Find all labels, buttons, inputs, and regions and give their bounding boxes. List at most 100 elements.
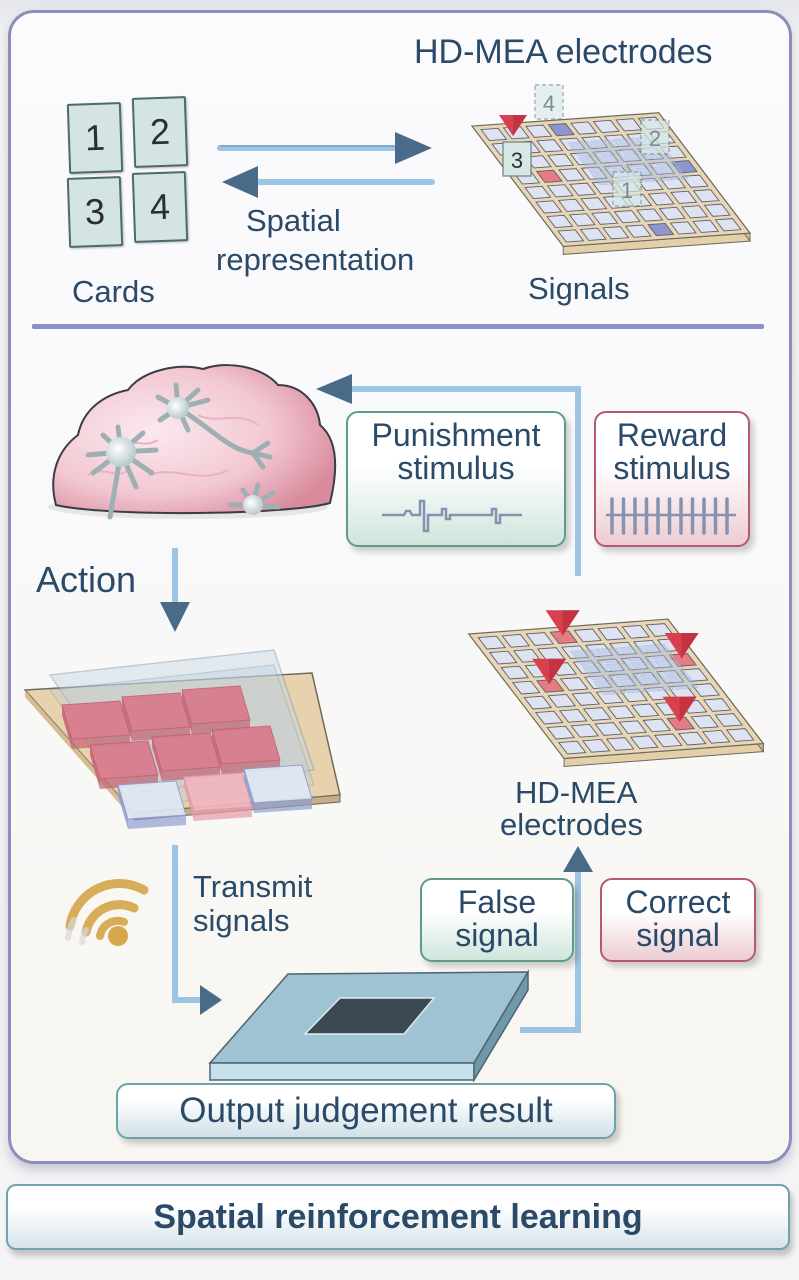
electrode-pad (570, 121, 598, 135)
signal-marker-number: 1 (621, 178, 633, 203)
electrode-pad (591, 211, 619, 225)
electrode-pad (546, 184, 574, 198)
electrode-pad (568, 213, 596, 227)
electrode-pad (603, 134, 631, 148)
action-label: Action (36, 559, 137, 600)
electrode-pad (679, 668, 709, 682)
electrode-pad (535, 169, 563, 183)
stimulation-electrode-array-icon (467, 610, 765, 768)
electrode-pad (592, 150, 620, 164)
correct-signal-box: Correct signal (600, 878, 756, 962)
neuron-cluster-cell (665, 673, 699, 690)
spatial-label: Spatial (246, 203, 341, 238)
reward-line1: Reward (616, 417, 728, 453)
neuron-cluster-cell (578, 155, 611, 171)
card-number: 1 (84, 116, 106, 159)
card-3: 3 (66, 176, 124, 248)
neural-culture-icon (23, 649, 341, 829)
electrode-pad (647, 192, 675, 206)
neuron-cluster-cell (653, 658, 687, 675)
neuron-cluster-cell (570, 649, 604, 666)
signal-marker-box (502, 141, 532, 177)
electrode-pad (573, 628, 603, 643)
electrode-pad (602, 226, 630, 240)
electrode-pad (569, 152, 597, 166)
active-culture-block (181, 685, 251, 725)
electrode-pad (624, 224, 652, 238)
electrode-pad (618, 720, 648, 735)
electrode-pad (613, 210, 641, 224)
neuron-cluster-cell (605, 662, 639, 679)
footer-title: Spatial reinforcement learning (153, 1198, 643, 1236)
electrode-pad (580, 166, 608, 180)
false-signal-box: False signal (420, 878, 574, 962)
hdmea-label-line2: electrodes (500, 807, 644, 842)
neuron-cluster-cell (623, 152, 656, 168)
hdmea-title: HD-MEA electrodes (414, 33, 713, 71)
signals-label: Signals (528, 271, 630, 306)
electrode-pad (714, 713, 744, 727)
electrode-pad (632, 639, 662, 654)
chip-icon (208, 969, 530, 1083)
neuron-cluster-cell (593, 679, 627, 696)
section-divider (32, 324, 764, 329)
electrode-pad (690, 714, 720, 729)
electrode-pad (581, 135, 609, 150)
active-culture-block (211, 725, 281, 765)
cards-label: Cards (72, 274, 155, 309)
reward-line2: stimulus (613, 450, 731, 486)
electrode-pad (636, 177, 664, 192)
output-judgement-box: Output judgement result (116, 1083, 616, 1139)
neuron-cluster-cell (618, 645, 652, 662)
electrode-pad (558, 137, 586, 151)
electrode-pad (614, 148, 642, 163)
electrode-pad (594, 722, 624, 736)
electrode-pad (579, 227, 607, 241)
transmit-line1: Transmit (193, 869, 313, 904)
electrode-pad (597, 626, 627, 641)
electrode-pad (571, 692, 601, 706)
electrode-pad (681, 174, 709, 188)
punishment-line1: Punishment (371, 417, 541, 453)
transmit-line2: signals (193, 903, 290, 938)
inactive-culture-block (243, 764, 313, 804)
electrode-pad (572, 660, 602, 675)
electrode-pad (703, 203, 731, 217)
electrode-pad (691, 683, 721, 697)
reward-stimulus-box: Reward stimulus (594, 411, 750, 547)
card-1: 1 (66, 102, 124, 174)
electrode-pad (501, 633, 531, 648)
electrode-pad (534, 710, 564, 725)
output-label: Output judgement result (179, 1091, 553, 1130)
punishment-line2: stimulus (397, 450, 515, 486)
electrode-pad (681, 205, 709, 219)
electrode-pad (580, 197, 608, 211)
electrode-pad (525, 632, 555, 646)
active-culture-block (151, 732, 221, 772)
electrode-pad (677, 731, 707, 746)
electrode-pad (559, 677, 589, 691)
electrode-pad (547, 153, 575, 167)
electrode-pad (642, 718, 672, 733)
electrode-pad (619, 688, 649, 703)
electrode-pad (647, 222, 675, 237)
electrode-pad (596, 658, 626, 673)
signal-marker-box (534, 84, 564, 120)
electrode-pad (648, 161, 676, 175)
brain-neurons-icon (48, 364, 337, 520)
representation-label: representation (216, 242, 415, 277)
neuron-cluster-cell (594, 647, 628, 664)
false-line2: signal (455, 917, 539, 953)
electrode-pad (630, 703, 660, 718)
electrode-pad (558, 708, 588, 723)
electrode-pad (583, 675, 613, 690)
electrode-pad (536, 139, 564, 153)
electrode-pad (535, 200, 563, 214)
signal-marker-box (640, 119, 670, 155)
neuron-cluster-cell (567, 140, 600, 157)
electrode-pad (570, 723, 600, 738)
electrode-pad (547, 123, 575, 137)
card-2: 2 (131, 96, 189, 168)
electrode-pad (631, 671, 661, 686)
false-line1: False (457, 884, 537, 920)
